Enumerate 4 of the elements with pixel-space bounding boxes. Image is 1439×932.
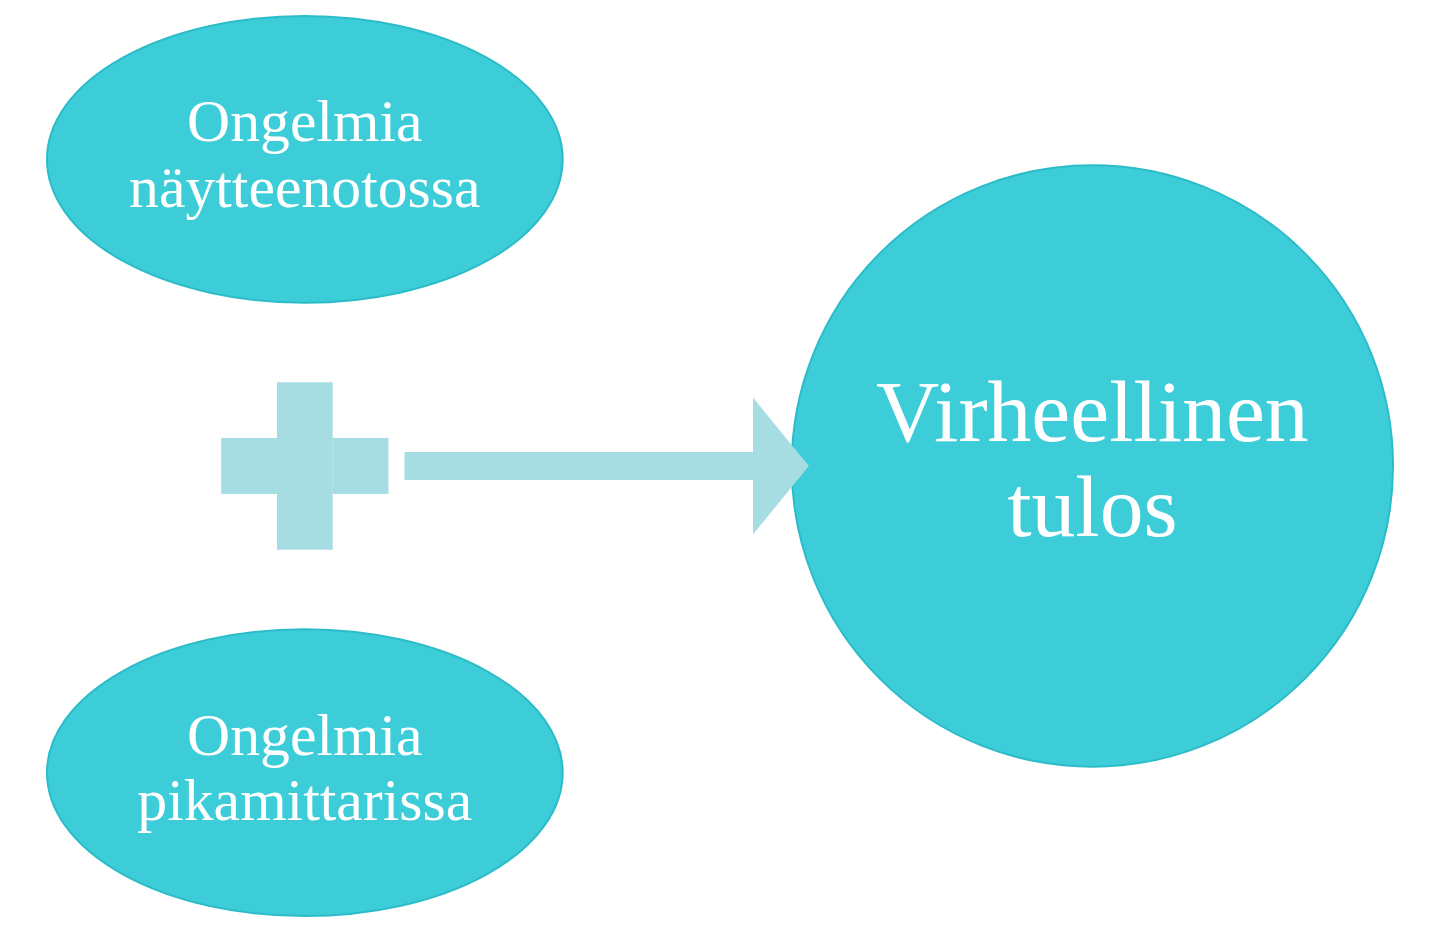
node-ellipse: Ongelmia pikamittarissa bbox=[45, 628, 564, 917]
arrow bbox=[403, 397, 809, 535]
node-ellipse: Ongelmia näytteenotossa bbox=[45, 15, 564, 304]
node-circle: Virheellinen tulos bbox=[790, 164, 1394, 768]
